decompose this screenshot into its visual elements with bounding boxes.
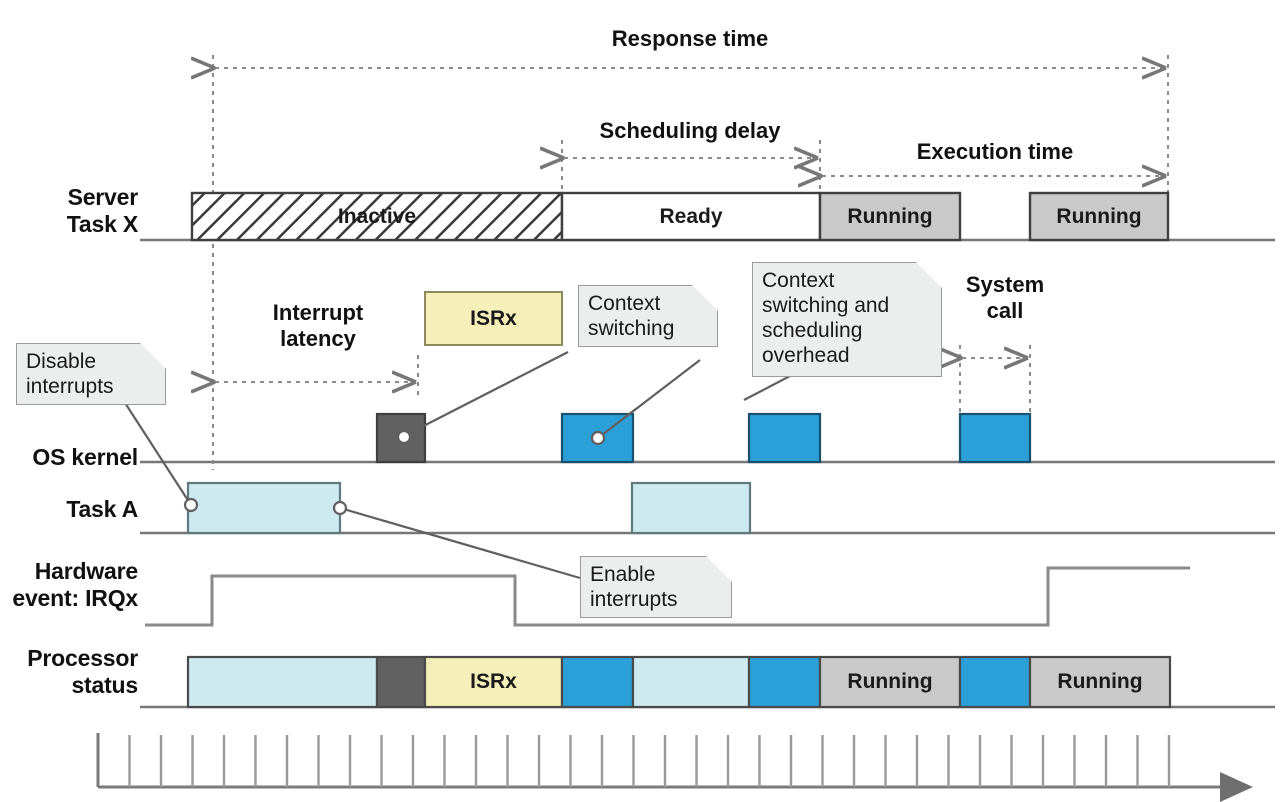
measure-label-scheduling-delay: Scheduling delay xyxy=(599,118,781,143)
measure-label-latency-line1: Interrupt xyxy=(272,300,364,325)
note-fold-icon xyxy=(140,343,166,369)
processor-block-kernel-dark xyxy=(375,655,427,709)
leader-overhead xyxy=(743,375,791,401)
leader-enable-interrupts xyxy=(339,506,581,580)
anchor-task-a-start xyxy=(183,497,199,513)
row-label-hardware-line1: Hardware xyxy=(34,558,138,584)
note-context-switching: Context switching xyxy=(578,285,718,347)
timeline-ticks xyxy=(128,735,1171,787)
isrx-box xyxy=(424,291,563,346)
row-label-server-line1: Server xyxy=(67,184,139,210)
processor-block-running-1 xyxy=(818,655,962,709)
measure-label-syscall-line1: System xyxy=(965,272,1045,297)
processor-block-isrx xyxy=(423,655,564,709)
irq-waveform xyxy=(145,566,1190,627)
note-enable-interrupts: Enable interrupts xyxy=(580,556,732,618)
leader-context-switching xyxy=(597,359,701,439)
measure-label-system-call: System call xyxy=(930,272,1080,324)
server-block-running-2 xyxy=(1028,191,1170,242)
measure-label-interrupt-latency: Interrupt latency xyxy=(218,300,418,352)
note-overhead-line4: overhead xyxy=(762,344,850,367)
leader-anchors xyxy=(183,429,606,516)
processor-block-task-a-1 xyxy=(186,655,379,709)
note-disable-interrupts: Disable interrupts xyxy=(16,343,166,405)
note-context-switching-overhead: Context switching and scheduling overhea… xyxy=(752,262,942,377)
anchor-kernel-dark xyxy=(396,429,412,445)
processor-block-kernel-2 xyxy=(747,655,822,709)
processor-blocks xyxy=(186,655,1172,709)
leader-context-switching-dark xyxy=(401,351,569,438)
task-a-blocks xyxy=(186,481,752,535)
row-label-hardware-irq: Hardware event: IRQx xyxy=(0,558,138,612)
note-fold-icon xyxy=(916,262,942,288)
row-label-processor-status: Processor status xyxy=(0,645,138,699)
row-label-server-line2: Task X xyxy=(66,211,138,237)
leader-disable-interrupts xyxy=(117,391,192,506)
kernel-block-blue-3 xyxy=(958,412,1032,464)
note-enable-line2: interrupts xyxy=(590,588,678,611)
anchor-kernel-blue xyxy=(590,430,606,446)
note-ctx-line2: switching xyxy=(588,317,675,340)
processor-block-task-a-2 xyxy=(631,655,751,709)
anchor-task-a-end xyxy=(332,500,348,516)
note-ctx-line1: Context xyxy=(588,292,661,315)
note-overhead-line1: Context xyxy=(762,269,835,292)
note-fold-icon xyxy=(706,556,732,582)
processor-block-kernel-3 xyxy=(958,655,1032,709)
row-label-hardware-line2: event: IRQx xyxy=(12,585,138,611)
row-label-server-task-x: Server Task X xyxy=(0,184,138,238)
processor-block-running-2 xyxy=(1028,655,1172,709)
row-label-processor-line1: Processor xyxy=(27,645,138,671)
kernel-block-blue-2 xyxy=(747,412,822,464)
timeline-axis xyxy=(96,733,1253,802)
server-block-running-1 xyxy=(818,191,962,242)
processor-block-kernel-1 xyxy=(560,655,635,709)
measure-label-syscall-line2: call xyxy=(986,298,1024,323)
row-label-task-a: Task A xyxy=(66,496,138,522)
task-a-block-2 xyxy=(630,481,752,535)
row-label-rtos-kernel: OS kernel xyxy=(32,444,138,470)
server-block-inactive xyxy=(190,191,564,242)
note-overhead-line2: switching and xyxy=(762,294,890,317)
measure-label-latency-line2: latency xyxy=(280,326,356,351)
server-task-blocks xyxy=(190,191,1170,242)
measure-arrows xyxy=(215,68,1166,382)
note-fold-icon xyxy=(692,285,718,311)
note-overhead-line3: scheduling xyxy=(762,319,863,342)
measure-label-execution-time: Execution time xyxy=(916,139,1074,164)
task-a-block-1 xyxy=(186,481,342,535)
server-block-ready xyxy=(560,191,822,242)
note-enable-line1: Enable xyxy=(590,563,656,586)
note-disable-line1: Disable xyxy=(26,350,97,373)
note-leader-lines xyxy=(117,351,791,580)
row-label-processor-line2: status xyxy=(71,672,138,698)
measure-label-response-time: Response time xyxy=(611,26,769,51)
note-disable-line2: interrupts xyxy=(26,375,114,398)
kernel-blocks xyxy=(375,412,1032,464)
